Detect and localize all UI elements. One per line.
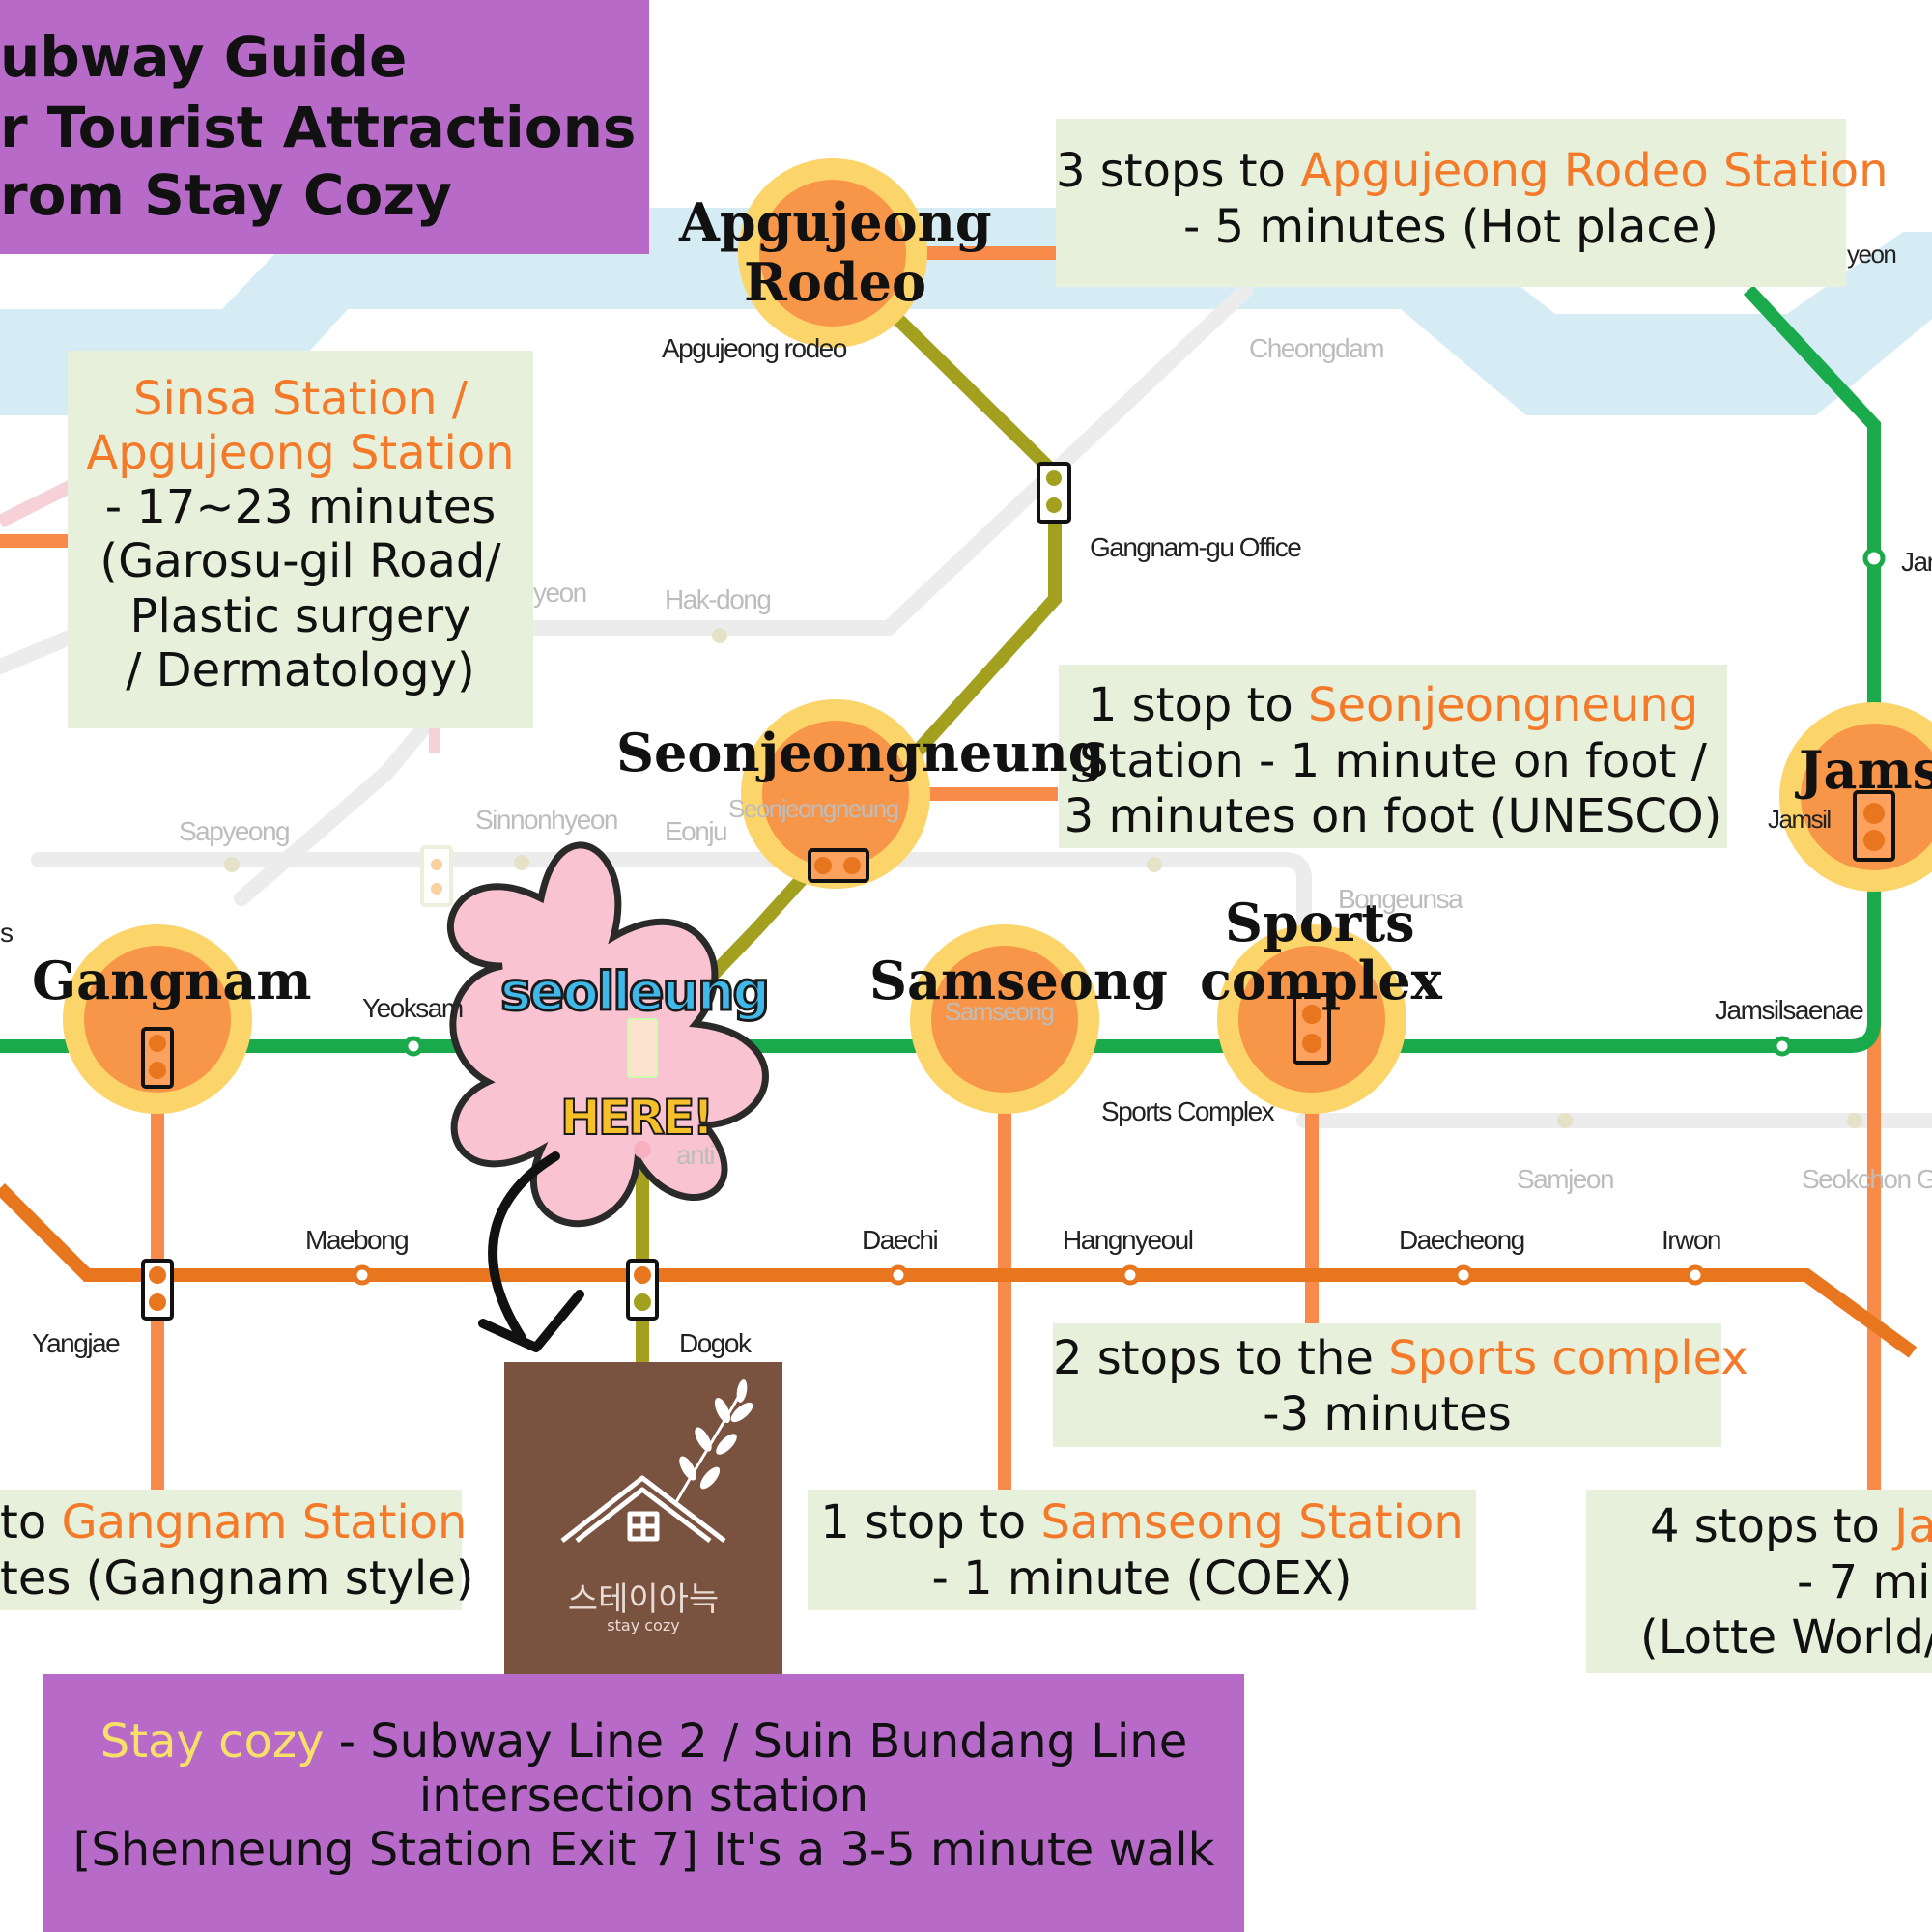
station-jan: Jan — [1901, 547, 1932, 577]
big-name-apgujeong: Apgujeong — [679, 191, 992, 253]
station-hakdong: Hak-dong — [665, 584, 772, 614]
callout-samseong-station: Samseong Station — [1040, 1495, 1463, 1549]
station-maebong: Maebong — [305, 1225, 410, 1255]
callout-gangnam-time: tes (Gangnam style) — [0, 1550, 474, 1605]
header-banner: ubway Guide r Tourist Attractions rom St… — [0, 0, 649, 254]
station-hangnyeoul: Hangnyeoul — [1063, 1225, 1194, 1255]
header-line-2: r Tourist Attractions — [0, 95, 637, 160]
big-name-sports: Sports — [1225, 892, 1415, 953]
big-name-gangnam: Gangnam — [32, 950, 312, 1011]
callout-jamsil-pre: 4 stops to — [1650, 1499, 1895, 1553]
station-irwon: Irwon — [1662, 1225, 1721, 1255]
big-name-rodeo: Rodeo — [744, 251, 927, 313]
station-samseong-small: Samseong — [945, 997, 1055, 1026]
station-s: s — [0, 918, 14, 948]
here-arrow — [488, 1151, 560, 1343]
callout-sports-time: -3 minutes — [1263, 1386, 1512, 1441]
callout-seonjeong-station: Seonjeongneung — [1307, 678, 1699, 732]
big-name-seonjeongneung: Seonjeongneung — [616, 722, 1105, 783]
callout-sinsa-desc-1: (Garosu-gil Road/ — [99, 534, 501, 589]
header-line-1: ubway Guide — [0, 24, 408, 90]
callout-jamsil-station: Ja — [1894, 1499, 1932, 1553]
station-seokchon: Seokchon G — [1802, 1164, 1932, 1194]
callout-sinsa: Sinsa Station / Apgujeong Station - 17~2… — [68, 351, 533, 728]
footer-stay-cozy: Stay cozy — [99, 1715, 325, 1769]
logo-korean: 스테이아늑 — [567, 1580, 720, 1619]
station-yeoksam: Yeoksam — [362, 993, 464, 1023]
station-cheongdam: Cheongdam — [1249, 333, 1385, 363]
line-2 — [0, 285, 1881, 1053]
house-icon — [560, 1475, 726, 1543]
station-jamsilsaenae: Jamsilsaenae — [1715, 995, 1864, 1025]
callout-seonjeong-desc-2: 3 minutes on foot (UNESCO) — [1064, 789, 1722, 844]
logo-english: stay cozy — [607, 1616, 680, 1634]
header-line-3: rom Stay Cozy — [0, 162, 452, 228]
station-apgujeong-rodeo: Apgujeong rodeo — [662, 333, 847, 363]
callout-seonjeongneung: 1 stop to Seonjeongneung Station - 1 min… — [1059, 665, 1727, 848]
callout-apgujeong-time: - 5 minutes (Hot place) — [1182, 199, 1719, 254]
station-eonju: Eonju — [665, 816, 728, 846]
station-bongeunsa: Bongeunsa — [1338, 884, 1463, 914]
callout-sports-station: Sports complex — [1388, 1331, 1748, 1385]
callout-samseong-pre: 1 stop to — [820, 1495, 1041, 1549]
callout-apgujeong-station: Apgujeong Rodeo Station — [1300, 144, 1889, 198]
station-dogok: Dogok — [679, 1328, 752, 1358]
flower-marker — [446, 841, 769, 1228]
station-daechi: Daechi — [862, 1225, 939, 1255]
callout-gangnam-pre: to — [0, 1495, 62, 1549]
callout-samseong-time: - 1 minute (COEX) — [931, 1550, 1352, 1605]
station-samjeon: Samjeon — [1517, 1164, 1615, 1194]
station-jamsil: Jamsil — [1768, 805, 1832, 834]
callout-sinsa-desc-2: Plastic surgery — [129, 588, 471, 643]
station-gangnamgu-office: Gangnam-gu Office — [1090, 532, 1302, 562]
big-name-jamsil: Jams — [1799, 739, 1932, 801]
callout-seonjeong-desc-1: Station - 1 minute on foot / — [1079, 733, 1707, 788]
callout-jamsil-desc: (Lotte World/ — [1640, 1610, 1932, 1665]
callout-sinsa-station-2: Apgujeong Station — [86, 426, 515, 481]
station-yeon-top: yeon — [1847, 240, 1897, 269]
callout-sinsa-desc-3: / Dermatology) — [126, 642, 475, 697]
flower-here-label: HERE! — [559, 1089, 715, 1147]
big-name-complex: complex — [1200, 950, 1442, 1011]
callout-sports-pre: 2 stops to the — [1053, 1331, 1389, 1385]
callout-gangnam-station: Gangnam Station — [61, 1495, 468, 1549]
footer-banner: Stay cozy - Subway Line 2 / Suin Bundang… — [43, 1674, 1244, 1932]
callout-jamsil: 4 stops to Ja - 7 mi (Lotte World/ — [1586, 1490, 1932, 1673]
station-yangjae: Yangjae — [32, 1328, 121, 1358]
callout-sinsa-station: Sinsa Station / — [133, 372, 468, 426]
station-dots — [352, 547, 1886, 1286]
callout-sinsa-time: - 17~23 minutes — [104, 480, 497, 535]
station-sinnonhyeon: Sinnonhyeon — [475, 805, 618, 835]
big-name-samseong: Samseong — [869, 950, 1168, 1011]
station-yeon: yeon — [533, 578, 587, 608]
arrow-head — [478, 1290, 584, 1352]
footer-exit: [Shenneung Station Exit 7] It's a 3-5 mi… — [72, 1823, 1215, 1878]
footer-lines: - Subway Line 2 / Suin Bundang Line — [324, 1715, 1188, 1769]
callout-jamsil-time: - 7 mi — [1797, 1554, 1931, 1609]
station-anti: anti — [676, 1140, 716, 1170]
callout-samseong: 1 stop to Samseong Station - 1 minute (C… — [808, 1490, 1476, 1610]
station-sapyeong: Sapyeong — [179, 816, 291, 846]
flower-station-name: seolleung — [498, 960, 771, 1024]
callout-sports-complex: 2 stops to the Sports complex -3 minutes — [1053, 1323, 1748, 1447]
station-seonjeongneung-small: Seonjeongneung — [728, 794, 899, 823]
station-daecheong: Daecheong — [1399, 1225, 1525, 1255]
callout-apgujeong: 3 stops to Apgujeong Rodeo Station - 5 m… — [1056, 119, 1889, 287]
line-3 — [0, 1183, 1918, 1358]
branch-icon — [674, 1379, 753, 1503]
callout-gangnam: to Gangnam Station tes (Gangnam style) — [0, 1490, 474, 1610]
callout-seonjeong-pre: 1 stop to — [1087, 678, 1308, 732]
footer-intersection: intersection station — [418, 1769, 869, 1824]
callout-apgujeong-pre: 3 stops to — [1056, 144, 1301, 198]
station-sports-complex: Sports Complex — [1101, 1096, 1275, 1126]
